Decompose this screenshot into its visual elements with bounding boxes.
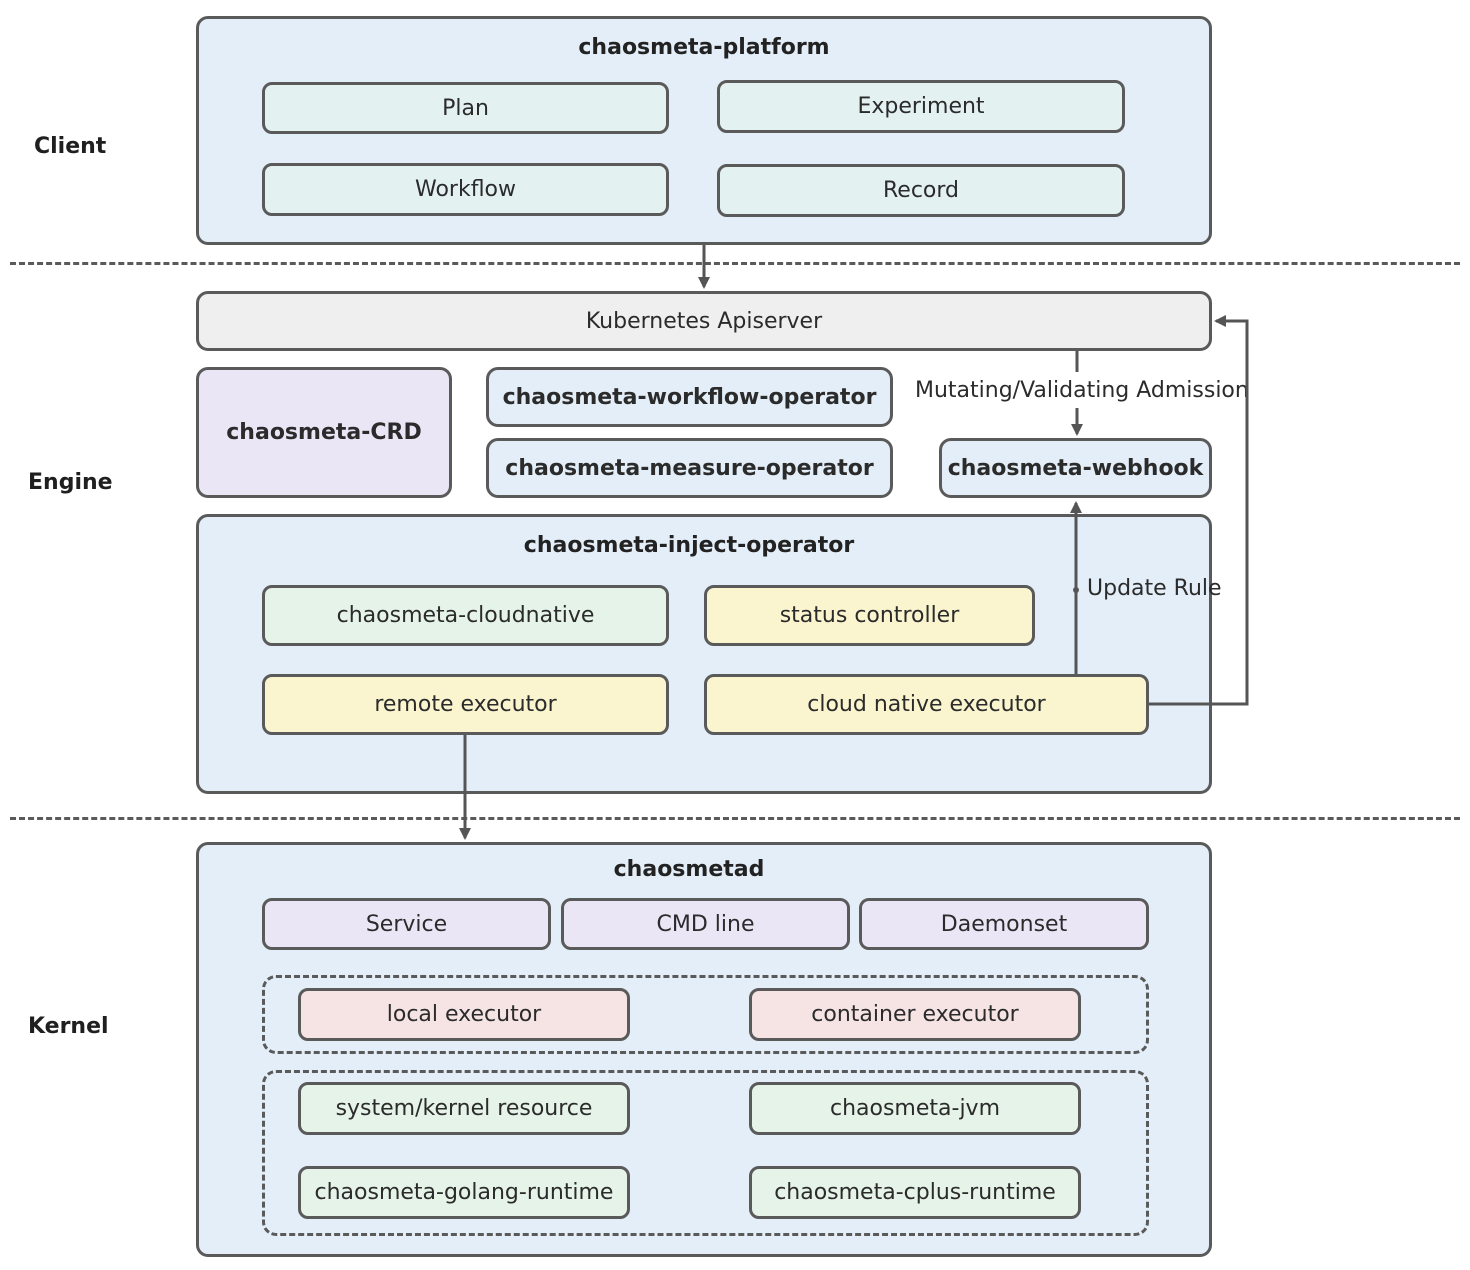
platform-item-workflow: Workflow bbox=[262, 163, 669, 216]
mode-cmd-line: CMD line bbox=[561, 898, 850, 950]
kubernetes-apiserver: Kubernetes Apiserver bbox=[196, 291, 1212, 351]
golang-runtime: chaosmeta-golang-runtime bbox=[298, 1166, 630, 1219]
measure-operator: chaosmeta-measure-operator bbox=[486, 438, 893, 498]
system-kernel-resource: system/kernel resource bbox=[298, 1082, 630, 1135]
status-controller: status controller bbox=[704, 585, 1035, 646]
cplus-runtime: chaosmeta-cplus-runtime bbox=[749, 1166, 1081, 1219]
cloud-native-executor: cloud native executor bbox=[704, 674, 1149, 735]
mode-daemonset: Daemonset bbox=[859, 898, 1149, 950]
chaosmetad-title: chaosmetad bbox=[613, 857, 765, 882]
layer-label-kernel: Kernel bbox=[28, 1014, 109, 1039]
container-executor: container executor bbox=[749, 988, 1081, 1041]
update-rule-label: Update Rule bbox=[1087, 576, 1222, 601]
chaosmeta-crd: chaosmeta-CRD bbox=[196, 367, 452, 498]
admission-label: Mutating/Validating Admission bbox=[915, 378, 1249, 403]
resource-group bbox=[262, 1070, 1149, 1236]
inject-operator-panel: chaosmeta-inject-operator bbox=[196, 514, 1212, 794]
chaosmeta-webhook: chaosmeta-webhook bbox=[939, 438, 1212, 498]
layer-label-engine: Engine bbox=[28, 470, 113, 495]
workflow-operator: chaosmeta-workflow-operator bbox=[486, 367, 893, 427]
platform-item-plan: Plan bbox=[262, 82, 669, 134]
platform-item-record: Record bbox=[717, 164, 1125, 217]
platform-title: chaosmeta-platform bbox=[578, 35, 830, 60]
remote-executor: remote executor bbox=[262, 674, 669, 735]
mode-service: Service bbox=[262, 898, 551, 950]
layer-label-client: Client bbox=[34, 134, 107, 159]
inject-operator-title: chaosmeta-inject-operator bbox=[523, 533, 855, 558]
chaosmeta-cloudnative: chaosmeta-cloudnative bbox=[262, 585, 669, 646]
separator-client-engine bbox=[10, 262, 1460, 265]
platform-item-experiment: Experiment bbox=[717, 80, 1125, 133]
separator-engine-kernel bbox=[10, 817, 1460, 820]
executor-group bbox=[262, 975, 1149, 1054]
chaosmeta-jvm: chaosmeta-jvm bbox=[749, 1082, 1081, 1135]
local-executor: local executor bbox=[298, 988, 630, 1041]
